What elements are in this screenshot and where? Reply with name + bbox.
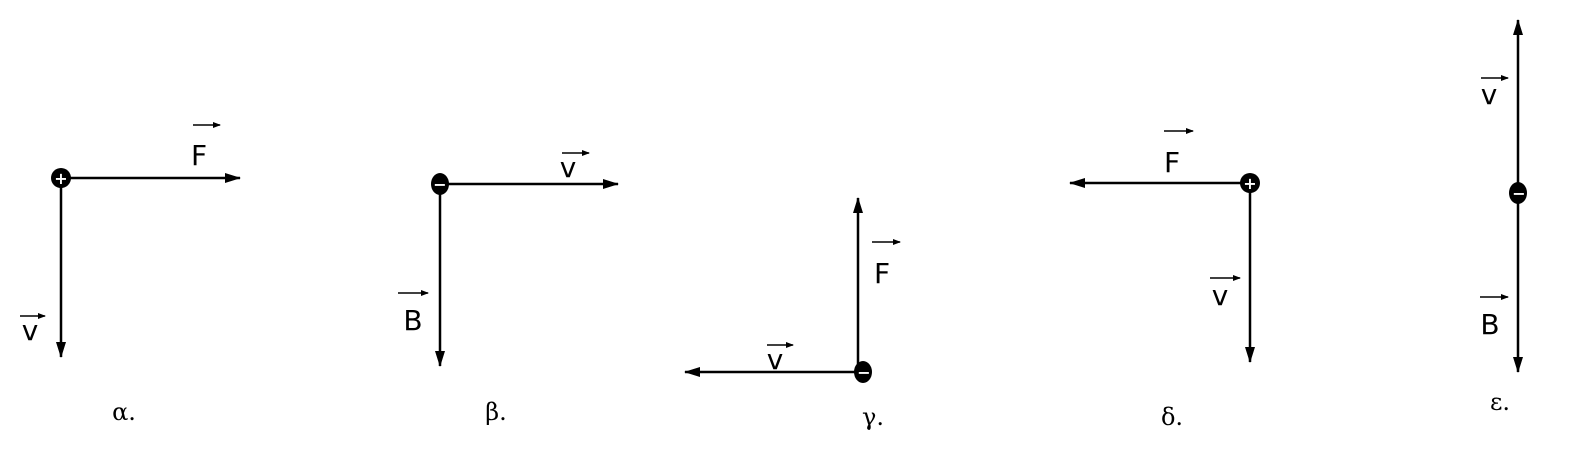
charge-sign: + [1243, 174, 1256, 193]
panel-caption: ε. [1490, 388, 1510, 416]
negative-charge-icon [431, 173, 449, 195]
positive-charge-icon [51, 168, 71, 188]
velocity-label: v [560, 151, 577, 184]
velocity-label: v [22, 314, 39, 347]
force-label: F [1164, 146, 1180, 179]
charge-sign: + [54, 169, 67, 188]
force-label: F [874, 257, 890, 290]
velocity-label: v [767, 343, 784, 376]
panel-caption: γ. [862, 403, 884, 431]
panel-caption: β. [485, 398, 507, 426]
panel-alpha: + F v α. [20, 122, 241, 426]
charge-sign: − [433, 175, 446, 194]
field-label: B [403, 304, 422, 337]
panel-beta: − v B β. [398, 150, 619, 426]
field-label: B [1480, 308, 1499, 341]
charge-sign: − [1512, 184, 1525, 203]
panel-epsilon: − v B ε. [1480, 19, 1527, 416]
positive-charge-icon [1240, 173, 1260, 193]
panel-gamma: − F v γ. [684, 197, 901, 431]
panel-caption: δ. [1161, 403, 1183, 431]
negative-charge-icon [1509, 182, 1527, 204]
charge-sign: − [857, 363, 870, 382]
negative-charge-icon [854, 361, 872, 383]
velocity-label: v [1481, 78, 1498, 111]
panel-caption: α. [112, 398, 136, 426]
force-label: F [191, 139, 207, 172]
velocity-label: v [1212, 279, 1229, 312]
panel-delta: + F v δ. [1069, 128, 1260, 431]
